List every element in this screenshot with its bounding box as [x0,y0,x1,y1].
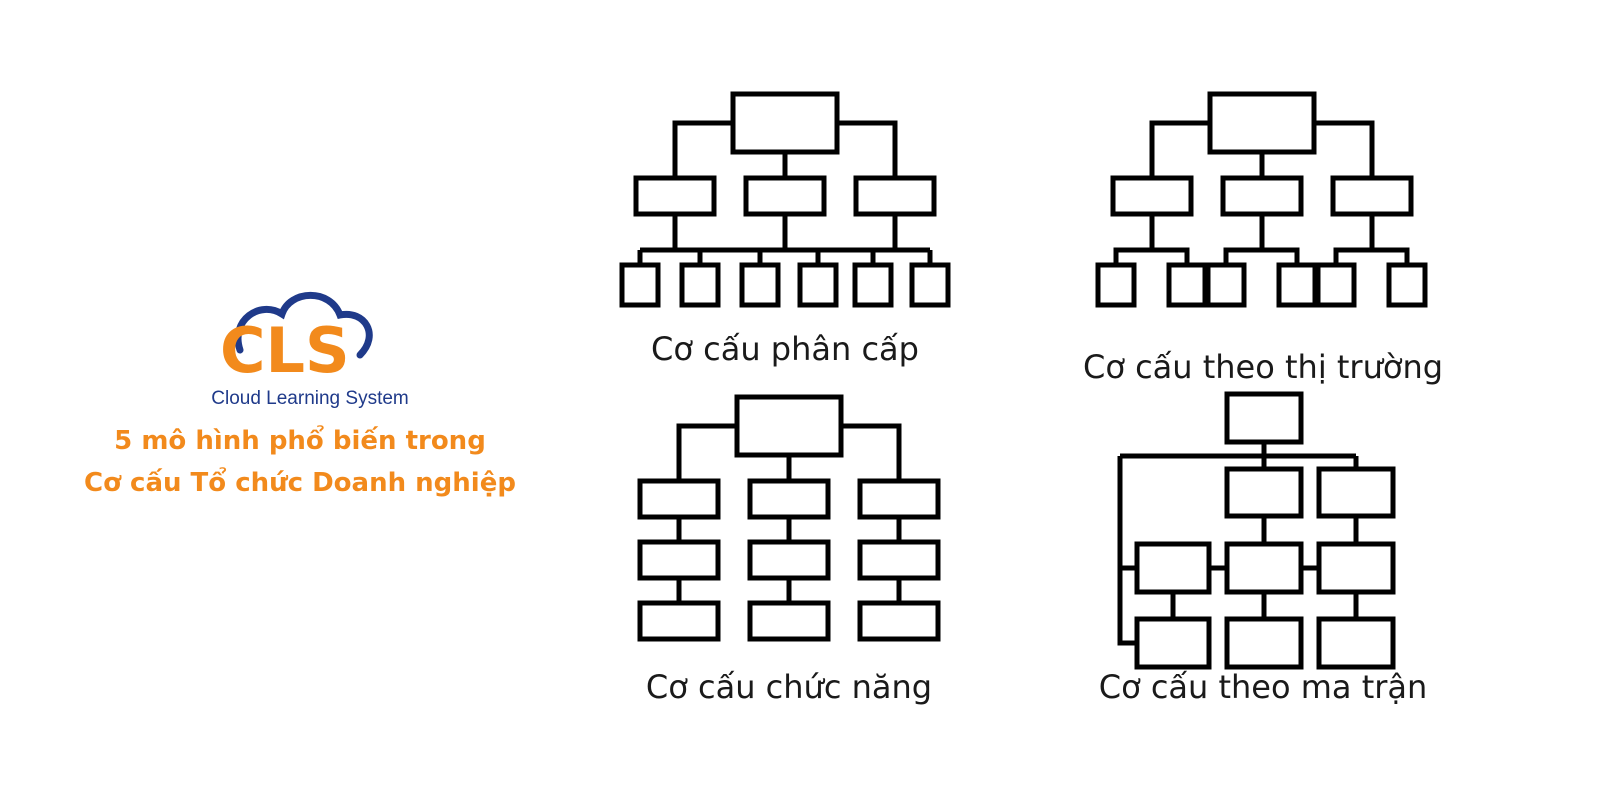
cloud-logo-icon: CLS [220,291,373,387]
node-top [1207,91,1317,155]
node-mid [637,478,721,520]
node-mid [853,175,937,217]
node-mid [1220,175,1304,217]
node-mid [1330,175,1414,217]
node-leaf [619,262,661,308]
hierarchical-diagram [619,91,951,308]
node-mid [857,478,941,520]
node-leaf [679,262,721,308]
node-leaf [1134,616,1212,670]
node-mid [1110,175,1194,217]
node-leaf [1315,262,1357,308]
node-mid [747,478,831,520]
node-mid [633,175,717,217]
tagline: Cloud Learning System [211,388,409,409]
node-mid [857,539,941,581]
node-top [730,91,840,155]
caption-market: Cơ cấu theo thị trường [1082,348,1444,386]
market-diagram [1095,91,1428,308]
logo-lettermark: CLS [220,314,350,387]
node-mid [1134,541,1212,595]
node-mid [637,600,721,642]
node-mid [1224,541,1304,595]
node-mid [1316,541,1396,595]
node-mid [747,539,831,581]
headline-line-1: 5 mô hình phổ biến trong [114,426,486,456]
node-leaf [1316,616,1396,670]
node-leaf [909,262,951,308]
node-top [1224,391,1304,445]
node-mid [1316,466,1396,519]
node-leaf [1276,262,1318,308]
cls-logo: CLS [200,280,420,420]
node-top [734,394,844,458]
headline: 5 mô hình phổ biến trong Cơ cấu Tổ chức … [40,420,560,504]
caption-functional: Cơ cấu chức năng [645,668,933,706]
node-leaf [1386,262,1428,308]
matrix-diagram [1117,391,1396,670]
node-mid [637,539,721,581]
node-mid [743,175,827,217]
headline-line-2: Cơ cấu Tổ chức Doanh nghiệp [84,468,516,498]
node-leaf [1205,262,1247,308]
node-mid [1224,466,1304,519]
node-leaf [739,262,781,308]
node-mid [857,600,941,642]
node-leaf [1166,262,1208,308]
caption-hierarchical: Cơ cấu phân cấp [651,330,919,368]
node-leaf [852,262,894,308]
node-leaf [1095,262,1137,308]
caption-matrix: Cơ cấu theo ma trận [1098,668,1428,706]
node-leaf [1224,616,1304,670]
node-mid [747,600,831,642]
node-leaf [797,262,839,308]
functional-diagram [637,394,941,642]
